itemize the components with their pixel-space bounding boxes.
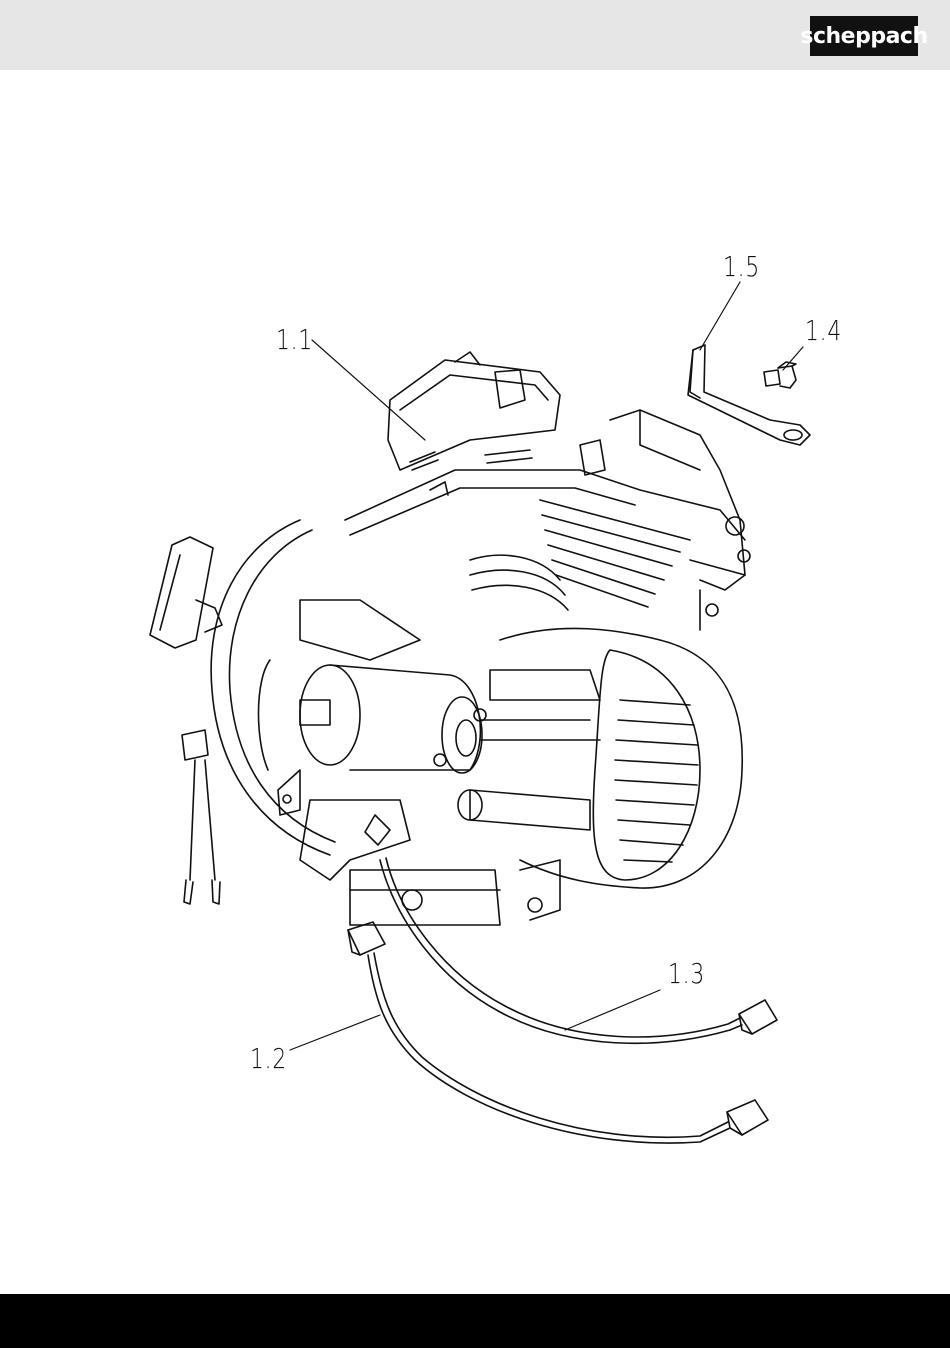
- recoil-handle: [150, 537, 222, 648]
- callout-label-1-2: 1.2: [250, 1042, 287, 1075]
- footer-bar: [0, 1294, 950, 1348]
- cable-1-3: [380, 858, 777, 1043]
- engine-base: [300, 800, 560, 925]
- callout-label-1-4: 1.4: [805, 314, 842, 347]
- cable-1-2: [348, 922, 768, 1143]
- callout-label-1-5: 1.5: [723, 250, 760, 283]
- engine-body: [211, 352, 750, 855]
- callout-label-1-3: 1.3: [668, 957, 705, 990]
- callout-label-1-1: 1.1: [276, 323, 313, 356]
- bolt-1-4: [764, 362, 796, 388]
- starter-motor: [258, 600, 482, 815]
- alternator-housing: [434, 628, 742, 888]
- ignition-wires: [182, 730, 220, 904]
